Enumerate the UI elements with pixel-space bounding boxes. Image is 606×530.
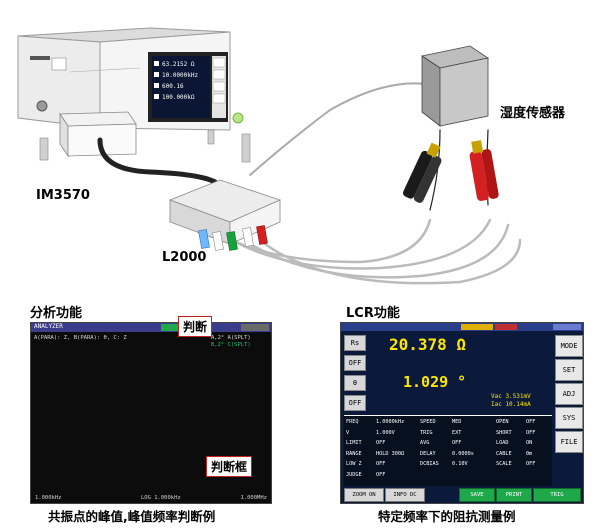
panel-cell: V xyxy=(346,429,350,436)
cables xyxy=(97,82,522,285)
info-button[interactable]: INFO DC xyxy=(385,488,425,502)
adj-button[interactable]: ADJ xyxy=(555,383,583,405)
panel-cell: OFF xyxy=(376,461,386,467)
panel-cell: 0.10V xyxy=(452,461,468,467)
panel-cell: HOLD 300Ω xyxy=(376,450,405,457)
analysis-x-start: 1.000kHz xyxy=(35,495,62,501)
panel-cell: SCALE xyxy=(496,461,512,467)
panel-cell: OPEN xyxy=(496,419,509,425)
panel-cell: ON xyxy=(526,440,533,446)
im3570-instrument xyxy=(17,27,251,163)
lcr-tag-blue xyxy=(553,324,581,330)
panel-cell: 0m xyxy=(526,450,533,457)
analysis-x-end: 1.000MHz xyxy=(240,495,268,501)
probe-clips xyxy=(403,140,499,203)
param-box-3[interactable]: θ xyxy=(344,375,366,391)
panel-cell: RANGE xyxy=(346,450,362,457)
panel-cell: EXT xyxy=(452,429,462,436)
save-button[interactable]: SAVE xyxy=(459,488,495,502)
panel-cell: 1.0000kHz xyxy=(376,419,405,425)
panel-cell: OFF xyxy=(526,429,536,436)
caption-left: 共振点的峰值,峰值频率判断例 xyxy=(48,509,216,524)
judge-box-badge: 判断框 xyxy=(206,456,253,477)
panel-cell: CABLE xyxy=(496,450,512,457)
readout-line2: 10.0000kHz xyxy=(162,72,199,79)
lcr-settings-panel: FREQ 1.0000kHz SPEED MED OPEN OFF V 1.000V TRIG E… xyxy=(344,415,552,486)
panel-cell: MED xyxy=(452,419,462,425)
lcr-tag-yellow xyxy=(461,324,493,330)
lcr-screen: Rs OFF θ OFF 20.378 Ω 1.029 ° Vac 3.531m… xyxy=(340,322,584,504)
param-box-1[interactable]: Rs xyxy=(344,335,366,351)
l2000-label: L2000 xyxy=(162,250,207,265)
panel-cell: SHORT xyxy=(496,429,512,436)
panel-cell: LIMIT xyxy=(346,440,362,446)
lcr-main-value: 20.378 Ω xyxy=(389,335,467,354)
im3570-label: IM3570 xyxy=(36,188,90,203)
panel-cell: OFF xyxy=(376,440,386,446)
instrument-readouts: 63.2152 Ω 10.0000kHz 600.16 100.000kΩ xyxy=(154,61,199,101)
l2000-probe-hub xyxy=(168,179,282,251)
panel-cell: AVG xyxy=(420,440,430,446)
readout-line4: 100.000kΩ xyxy=(162,94,195,101)
lcr-second-value: 1.029 ° xyxy=(403,373,467,391)
lcr-tag-red xyxy=(495,324,517,330)
analysis-right-info1: A,2° A(SPLT) xyxy=(211,335,251,341)
instrument-screen xyxy=(152,56,210,118)
lcr-iac: Iac 10.14mA xyxy=(491,401,531,408)
power-indicator xyxy=(232,112,244,124)
mode-button[interactable]: MODE xyxy=(555,335,583,357)
set-button[interactable]: SET xyxy=(555,359,583,381)
analysis-top-bar-text: ANALYZER xyxy=(34,323,63,330)
panel-cell: OFF xyxy=(526,419,536,425)
panel-cell: DCBIAS xyxy=(420,461,439,467)
analysis-param-row: A(PARA): Z, B(PARA): θ, C: Z xyxy=(34,335,127,341)
panel-cell: TRIG xyxy=(420,429,433,436)
caption-right: 特定频率下的阻抗测量例 xyxy=(378,509,516,524)
panel-cell: LOAD xyxy=(496,440,509,446)
humidity-sensor xyxy=(420,45,490,127)
lcr-top-bar xyxy=(341,323,583,331)
black-clip xyxy=(403,142,442,203)
panel-cell: 0.0000s xyxy=(452,450,474,457)
analysis-top-bar: ANALYZER xyxy=(31,323,271,332)
file-button[interactable]: FILE xyxy=(555,431,583,453)
panel-cell: JUDGE xyxy=(346,471,362,478)
zoom-button[interactable]: ZOOM ON xyxy=(344,488,384,502)
panel-cell: OFF xyxy=(376,471,386,478)
trig-button[interactable]: TRIG xyxy=(533,488,581,502)
sensor-label: 湿度传感器 xyxy=(500,106,566,121)
analysis-x-mid: LOG 1.000kHz xyxy=(141,495,181,501)
panel-cell: LOW Z xyxy=(346,461,362,467)
panel-cell: FREQ xyxy=(346,419,359,425)
top-right-tag xyxy=(241,324,269,331)
print-button[interactable]: PRINT xyxy=(496,488,532,502)
judge-badge: 判断 xyxy=(178,316,213,337)
lcr-title: LCR功能 xyxy=(346,306,400,321)
param-box-4[interactable]: OFF xyxy=(344,395,366,411)
lcr-vac: Vac 3.531mV xyxy=(491,393,531,400)
panel-cell: DELAY xyxy=(420,450,436,457)
readout-line1: 63.2152 Ω xyxy=(162,61,195,68)
panel-cell: 1.000V xyxy=(376,429,395,436)
readout-line3: 600.16 xyxy=(162,83,184,90)
panel-cell: OFF xyxy=(452,440,462,446)
analysis-title: 分析功能 xyxy=(30,306,83,321)
panel-cell: OFF xyxy=(526,461,536,467)
sys-button[interactable]: SYS xyxy=(555,407,583,429)
analysis-right-info2: B,2° C(SPLT) xyxy=(211,342,251,348)
red-clip xyxy=(469,140,499,201)
judge-tag xyxy=(161,324,189,331)
param-box-2[interactable]: OFF xyxy=(344,355,366,371)
main-cable xyxy=(97,137,218,185)
panel-cell: SPEED xyxy=(420,419,436,425)
